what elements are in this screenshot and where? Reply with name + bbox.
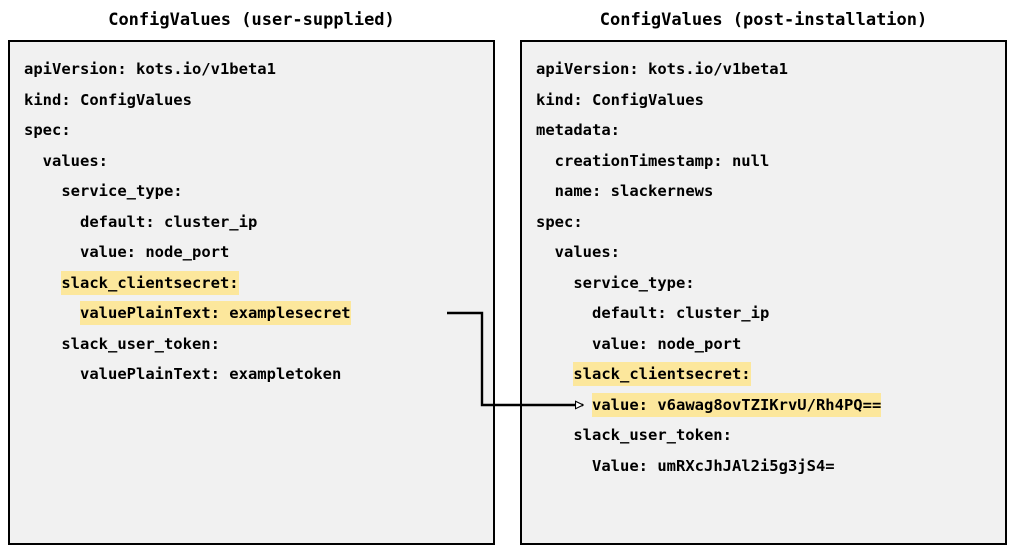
code-indent <box>536 304 592 322</box>
code-line: slack_clientsecret: <box>522 359 1005 390</box>
code-line: kind: ConfigValues <box>10 85 493 116</box>
code-line: value: node_port <box>10 237 493 268</box>
code-indent <box>536 335 592 353</box>
code-text: Value: umRXcJhJAl2i5g3jS4= <box>592 456 835 475</box>
code-indent <box>536 396 592 414</box>
code-text: default: cluster_ip <box>592 304 770 322</box>
code-line: metadata: <box>522 115 1005 146</box>
code-indent <box>24 152 43 170</box>
code-text: service_type: <box>61 182 183 200</box>
code-line: creationTimestamp: null <box>522 146 1005 177</box>
code-indent <box>536 243 555 261</box>
code-text-highlighted: valuePlainText: examplesecret <box>80 301 351 325</box>
panel-title-user-supplied: ConfigValues (user-supplied) <box>108 10 395 30</box>
code-text: values: <box>554 243 620 261</box>
code-text: kind: ConfigValues <box>536 90 704 109</box>
code-line: spec: <box>10 115 493 146</box>
code-text: spec: <box>536 212 583 231</box>
code-line: service_type: <box>10 176 493 207</box>
code-text: valuePlainText: exampletoken <box>80 365 342 383</box>
code-indent <box>24 274 61 292</box>
code-body-user-supplied: apiVersion: kots.io/v1beta1 kind: ConfigV… <box>10 42 493 543</box>
panel-title-post-installation: ConfigValues (post-installation) <box>599 10 928 30</box>
code-text: metadata: <box>536 121 620 139</box>
code-line: kind: ConfigValues <box>522 85 1005 116</box>
code-text: default: cluster_ip <box>80 212 258 231</box>
code-line: apiVersion: kots.io/v1beta1 <box>10 54 493 85</box>
code-indent <box>24 243 80 261</box>
code-text: apiVersion: kots.io/v1beta1 <box>24 60 276 78</box>
code-indent <box>536 274 573 292</box>
code-indent <box>24 304 80 322</box>
code-line: valuePlainText: exampletoken <box>10 359 493 390</box>
code-line: apiVersion: kots.io/v1beta1 <box>522 54 1005 85</box>
code-indent <box>536 152 555 170</box>
code-text: apiVersion: kots.io/v1beta1 <box>536 60 788 78</box>
code-line: valuePlainText: examplesecret <box>10 298 493 329</box>
code-line: values: <box>10 146 493 177</box>
code-line: value: node_port <box>522 329 1005 360</box>
code-line: slack_user_token: <box>10 329 493 360</box>
code-text: creationTimestamp: null <box>554 151 770 170</box>
code-line: Value: umRXcJhJAl2i5g3jS4= <box>522 451 1005 482</box>
code-text: spec: <box>24 121 71 139</box>
code-indent <box>24 335 61 353</box>
code-text: name: slackernews <box>554 182 714 200</box>
code-text-highlighted: slack_clientsecret: <box>61 270 239 295</box>
code-text: service_type: <box>573 273 695 292</box>
code-text: value: node_port <box>80 243 230 261</box>
code-body-post-installation: apiVersion: kots.io/v1beta1 kind: ConfigV… <box>522 42 1005 543</box>
code-indent <box>24 365 80 383</box>
code-line: slack_user_token: <box>522 420 1005 451</box>
code-panel-user-supplied: apiVersion: kots.io/v1beta1 kind: ConfigV… <box>8 40 495 545</box>
code-line: value: v6awag8ovTZIKrvU/Rh4PQ== <box>522 390 1005 421</box>
code-text-highlighted: value: v6awag8ovTZIKrvU/Rh4PQ== <box>592 392 882 417</box>
code-line: default: cluster_ip <box>10 207 493 238</box>
code-line: spec: <box>522 207 1005 238</box>
code-text: slack_user_token: <box>61 334 220 353</box>
code-line: values: <box>522 237 1005 268</box>
code-indent <box>24 182 61 200</box>
code-text: values: <box>42 151 108 170</box>
code-indent <box>536 457 592 475</box>
code-indent <box>536 182 555 200</box>
code-text-highlighted: slack_clientsecret: <box>573 362 751 386</box>
code-line: default: cluster_ip <box>522 298 1005 329</box>
code-text: value: node_port <box>592 334 742 353</box>
code-indent <box>536 426 573 444</box>
code-line: name: slackernews <box>522 176 1005 207</box>
code-panel-post-installation: apiVersion: kots.io/v1beta1 kind: ConfigV… <box>520 40 1007 545</box>
code-line: slack_clientsecret: <box>10 268 493 299</box>
code-indent <box>24 213 80 231</box>
code-indent <box>536 365 573 383</box>
code-line: service_type: <box>522 268 1005 299</box>
code-text: kind: ConfigValues <box>24 90 192 109</box>
code-text: slack_user_token: <box>573 426 732 444</box>
